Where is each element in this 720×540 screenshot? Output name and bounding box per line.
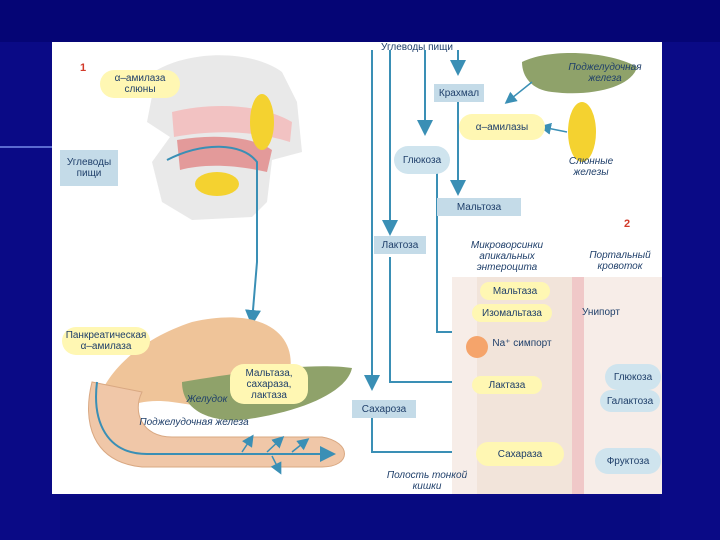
glucose-top-pill: Глюкоза <box>394 146 450 174</box>
food-carbs-left-box: Углеводы пищи <box>60 150 118 186</box>
brush-enzymes-bubble: Мальтаза, сахараза, лактаза <box>230 364 308 404</box>
intestine-flow <box>95 381 336 462</box>
digestion-diagram: 1 2 α–амилаза слюны Углеводы пищи Панкре… <box>52 42 662 494</box>
fructose-pill: Фруктоза <box>595 448 661 474</box>
portal-vein-label: Портальный кровоток <box>589 250 651 272</box>
uniport-label: Унипорт <box>582 307 620 318</box>
starch-box: Крахмал <box>434 84 484 102</box>
salivary-glands-label: Слюнные железы <box>568 156 614 178</box>
pancreas-right-shape <box>522 52 637 94</box>
pancreas-label: Поджелудочная железа <box>139 417 249 428</box>
lactose-box: Лактоза <box>374 236 426 254</box>
pancreatic-amylase-bubble: Панкреатическая α–амилаза <box>62 327 150 355</box>
food-carbs-top-label: Углеводы пищи <box>381 42 453 53</box>
glucose-pill: Глюкоза <box>605 364 661 390</box>
tongue <box>177 136 272 172</box>
maltose-box: Мальтоза <box>437 198 521 216</box>
pancreas-right-label: Поджелудочная железа <box>568 62 642 84</box>
salivary-gland-right <box>250 94 274 150</box>
alpha-amylase-bubble: α–амилазы <box>459 114 545 140</box>
slide-top-band <box>0 0 720 42</box>
symport-label: Na⁺ симпорт <box>492 338 552 349</box>
lactase-bubble: Лактаза <box>472 376 542 394</box>
stomach-label: Желудок <box>186 394 228 405</box>
blood-vessel-wall <box>572 277 584 494</box>
maltase-bubble: Мальтаза <box>480 282 550 300</box>
sucrose-box: Сахароза <box>352 400 416 418</box>
esophagus-path <box>166 145 261 326</box>
sucrase-bubble: Сахараза <box>476 442 564 466</box>
microvilli-label: Микроворсинки апикальных энтероцита <box>470 240 544 273</box>
isomaltase-bubble: Изомальтаза <box>472 304 552 322</box>
na-symport-carrier <box>466 336 488 358</box>
saliva-amylase-bubble: α–амилаза слюны <box>100 70 180 98</box>
galactose-pill: Галактоза <box>600 390 660 412</box>
label-number-1: 1 <box>80 62 87 74</box>
slide-bottom-band <box>60 496 660 540</box>
slide-accent-line <box>0 146 52 148</box>
small-intestine-label: Полость тонкой кишки <box>386 470 468 492</box>
salivary-gland-left <box>195 172 239 196</box>
label-number-2: 2 <box>624 218 631 230</box>
salivary-glands-right <box>568 102 596 162</box>
